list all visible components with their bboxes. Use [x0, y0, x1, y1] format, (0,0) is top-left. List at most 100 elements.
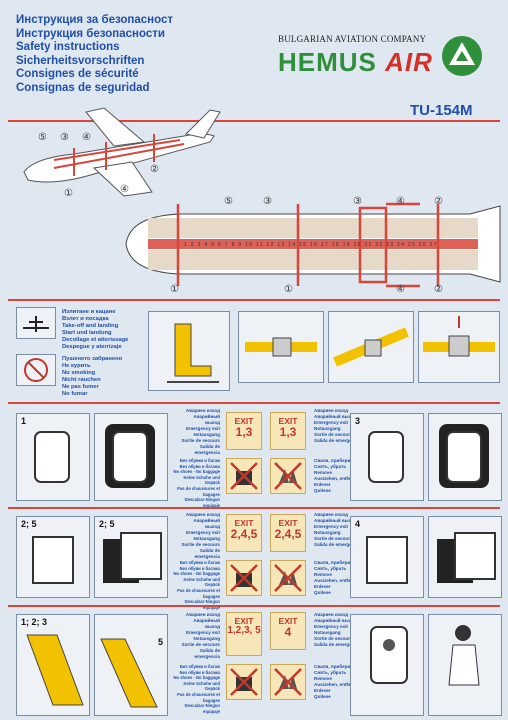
window-exit-illustration-3: 3 [350, 413, 424, 501]
exit-marker-2: ② [150, 164, 159, 175]
exit-label: EXIT [278, 616, 298, 626]
legend-line: Авариен изход [314, 408, 349, 413]
row-number: 7 [224, 242, 229, 248]
row-number: 20 [353, 242, 362, 248]
legend-line: Descalzar-Ningun equipaje [184, 703, 220, 714]
row-number: 24 [397, 242, 406, 248]
legend-line: Авариен изход [314, 612, 349, 617]
legend-line: Descalzar-Ningun equipaje [184, 599, 220, 610]
row-number: 23 [386, 242, 395, 248]
legend-line: Авариен изход [185, 408, 220, 413]
window-exit-illustration-1b [94, 413, 168, 501]
slide-exit-illustration-b: 5 [94, 614, 168, 716]
legend-line: No shoes - No baggage [173, 675, 220, 681]
exit-label: EXIT [278, 518, 298, 528]
title-line: Consignas de seguridad [16, 81, 150, 94]
row-number: 15 [299, 242, 308, 248]
row-number: 14 [288, 242, 297, 248]
legend-line: Descalzar-Ningun equipaje [184, 497, 220, 508]
legend-line: Salida de emergencia [194, 444, 220, 455]
legend-line: Ausziehen, entfernen [314, 476, 361, 481]
legend-line: Keine Schuhe und Gepäck [183, 474, 220, 486]
legend-line: No shoes - No baggage [173, 469, 220, 475]
title-line: Инструкция безопасности [16, 27, 165, 40]
seatmap-marker-3b: ③ [353, 196, 362, 207]
legend-line: Keine Schuhe und Gepäck [183, 680, 220, 692]
seat-illustration [148, 311, 230, 391]
legend-line: Аварийный выход [314, 618, 357, 623]
legend-line: Notausgang [314, 530, 341, 535]
legend-line: Pas de chaussures et bagages [177, 587, 220, 599]
legend-line: Sortie de secours [181, 642, 220, 647]
brand-part2: AIR [385, 47, 433, 77]
legend-line: Despegue y aterrizaje [62, 344, 122, 351]
door-exit-illustration-2b: 2; 5 [94, 516, 168, 598]
legend-line: Пушенето забранено [62, 356, 123, 362]
legend-line: Авариен изход [185, 512, 220, 517]
title-line: Sicherheitsvorschriften [16, 54, 145, 67]
title-line: Инструкция за безопасност [16, 14, 174, 26]
no-baggage-icon [226, 458, 262, 494]
seatmap-marker-2: ② [434, 196, 443, 207]
legend-line: Notausgang [314, 426, 341, 431]
legend-line: Salida de emergencia [194, 548, 220, 559]
legend-line: Излитане и кацане [62, 309, 116, 315]
legend-line: Decollage et atterissage [62, 337, 129, 344]
legend-line: Emergency exit [186, 530, 220, 535]
exit-marker-4: ④ [82, 132, 91, 143]
seat-map-diagram [125, 202, 501, 288]
divider [8, 507, 500, 509]
row-number: 4 [204, 242, 209, 248]
legend-line: Аварийный выход [314, 518, 357, 523]
row-number: 26 [418, 242, 427, 248]
plane-perspective-diagram [23, 107, 221, 197]
legend-line: Pas de chaussures et bagages [177, 691, 220, 703]
door-exit-illustration-4b [428, 516, 502, 598]
exit-label: EXIT [278, 416, 298, 426]
step-tag: 3 [355, 416, 361, 426]
legend-line: Emergency exit [314, 624, 348, 629]
step-tag: 4 [355, 519, 361, 529]
legend-line: Свали, прибери [314, 664, 351, 669]
seatmap-marker-1b: ① [284, 284, 293, 295]
legend-line: Nicht rauchen [62, 377, 101, 384]
seatbelt-fasten-illustration [238, 311, 324, 383]
exit-numbers: 1,3 [279, 425, 297, 439]
brand-logo-text: HEMUS AIR [278, 47, 433, 78]
exit-label: EXIT [234, 416, 254, 426]
seatmap-marker-4: ④ [396, 196, 405, 207]
divider [8, 605, 500, 607]
exit-numbers: 2,4,5 [230, 527, 258, 541]
legend-line: Взлет и посадка [62, 316, 109, 323]
legend-line: Авариен изход [185, 612, 220, 617]
seatmap-marker-2b: ② [434, 284, 443, 295]
exit-label: EXIT [234, 518, 254, 528]
seatbelt-tighten-illustration [328, 311, 414, 383]
exit-numbers: 1,2,3, 5 [227, 625, 261, 636]
row-numbers: 1 2 3 4 5 6 7 8 9 10 11 12 13 14 15 16 1… [184, 242, 438, 248]
legend-line: Аварийный выход [314, 414, 357, 419]
legend-line: Remove [314, 470, 332, 475]
window-exit-illustration-3b [428, 413, 502, 501]
legend-line: Аварийный выход [193, 414, 220, 425]
seatmap-marker-3: ③ [263, 196, 272, 207]
legend-line: Start und landung [62, 330, 112, 337]
title-block: Инструкция за безопасност Инструкция без… [16, 14, 173, 96]
legend-line: Без обуви и багажа [179, 565, 220, 571]
exit-marker-1: ① [64, 188, 73, 199]
seatmap-marker-1: ① [170, 284, 179, 295]
seatmap-marker-5: ⑤ [224, 196, 233, 207]
legend-line: Sortie de secours [314, 636, 353, 641]
no-baggage-icon [226, 664, 262, 700]
brand-part1: HEMUS [278, 47, 377, 77]
row-number: 12 [266, 242, 275, 248]
legend-line: Remove [314, 676, 332, 681]
no-baggage-icon [226, 560, 262, 596]
